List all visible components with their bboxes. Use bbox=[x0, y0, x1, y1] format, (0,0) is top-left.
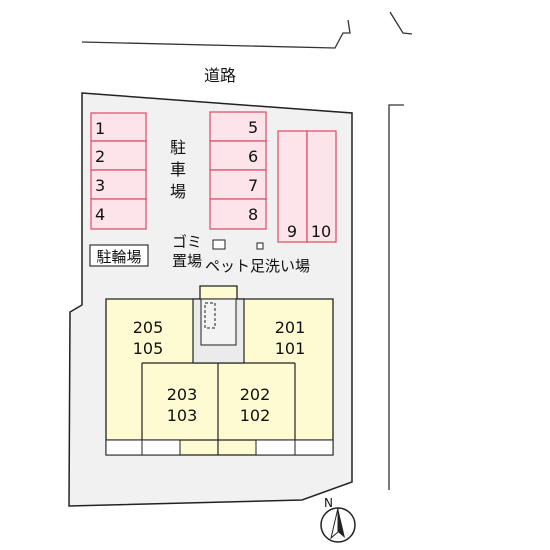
stair-dashed-area bbox=[204, 302, 216, 329]
pet-wash-label: ペット足洗い場 bbox=[205, 257, 310, 275]
parking-space-4 bbox=[90, 198, 147, 230]
compass-needle-icon bbox=[338, 508, 345, 538]
balcony-2 bbox=[141, 439, 181, 456]
balcony-4 bbox=[294, 439, 334, 456]
north-compass: N bbox=[320, 496, 356, 543]
balcony-1 bbox=[105, 439, 143, 456]
garbage-bin-marker bbox=[212, 239, 226, 250]
unit-label-205: 205 bbox=[133, 318, 164, 337]
parking-space-8 bbox=[209, 198, 267, 230]
parking-number-2: 2 bbox=[95, 147, 105, 166]
parking-number-5: 5 bbox=[248, 118, 258, 137]
parking-space-6 bbox=[209, 140, 267, 171]
parking-number-10: 10 bbox=[311, 222, 331, 241]
unit-label-101: 101 bbox=[275, 339, 306, 358]
parking-number-9: 9 bbox=[287, 222, 297, 241]
bicycle-parking-box bbox=[89, 244, 149, 267]
garbage-label-line1: ゴミ bbox=[172, 233, 202, 251]
parking-number-1: 1 bbox=[95, 119, 105, 138]
road-boundary-top bbox=[81, 19, 351, 49]
unit-label-203: 203 bbox=[167, 385, 198, 404]
parking-space-7 bbox=[209, 169, 267, 200]
compass-needle-outline bbox=[330, 507, 339, 540]
stair-core-inner bbox=[200, 298, 237, 346]
road-label: 道路 bbox=[204, 66, 236, 85]
parking-number-4: 4 bbox=[95, 205, 105, 224]
road-edge-right bbox=[388, 104, 404, 490]
parking-label-char-3: 場 bbox=[170, 182, 186, 201]
parking-space-10 bbox=[306, 130, 337, 243]
unit-label-201: 201 bbox=[275, 318, 306, 337]
parking-label-char-2: 車 bbox=[170, 160, 186, 179]
garbage-label-line2: 置場 bbox=[172, 252, 202, 270]
parking-space-3 bbox=[90, 169, 147, 200]
unit-label-105: 105 bbox=[133, 339, 164, 358]
parking-space-1 bbox=[90, 112, 147, 142]
parking-number-7: 7 bbox=[248, 176, 258, 195]
unit-label-202: 202 bbox=[240, 385, 271, 404]
road-boundary-right bbox=[389, 11, 413, 35]
compass-north-label: N bbox=[324, 496, 333, 510]
balcony-3 bbox=[255, 439, 296, 456]
parking-number-3: 3 bbox=[95, 176, 105, 195]
unit-label-102: 102 bbox=[240, 406, 271, 425]
parking-label-char-1: 駐 bbox=[170, 138, 186, 157]
parking-number-6: 6 bbox=[248, 147, 258, 166]
unit-label-103: 103 bbox=[167, 406, 198, 425]
bicycle-parking-label: 駐輪場 bbox=[96, 248, 141, 266]
pet-wash-marker bbox=[256, 242, 264, 250]
parking-number-8: 8 bbox=[248, 205, 258, 224]
